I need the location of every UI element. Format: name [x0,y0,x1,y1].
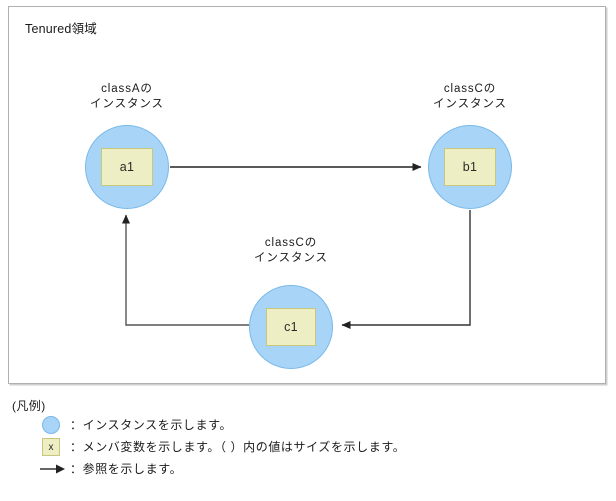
node-caption-a1-line1: classAの [101,83,153,95]
member-variable-a1[interactable]: a1 [101,148,153,186]
node-caption-c1-line2: インスタンス [254,252,328,264]
node-caption-a1-line2: インスタンス [90,98,164,110]
legend-item-member: x ：メンバ変数を示します。（ ）内の値はサイズを示します。 [40,436,610,458]
legend-item-instance-label: ：インスタンスを示します。 [70,418,233,432]
legend-item-instance: ：インスタンスを示します。 [40,414,610,436]
node-caption-a1: classAの インスタンス [67,82,187,112]
legend-title: (凡例) [12,399,46,413]
legend-item-reference: ：参照を示します。 [40,458,610,480]
member-variable-b1[interactable]: b1 [444,148,496,186]
member-square-icon-label: x [42,438,60,456]
instance-node-a1[interactable]: a1 [85,125,169,209]
legend-item-reference-label: ：参照を示します。 [70,462,183,476]
node-caption-c1: classCの インスタンス [231,236,351,266]
node-caption-b1-line1: classCの [443,83,497,95]
reference-arrow-icon [40,458,70,480]
legend-item-member-label: ：メンバ変数を示します。（ ）内の値はサイズを示します。 [70,440,406,454]
member-variable-c1[interactable]: c1 [266,308,316,346]
node-caption-c1-line1: classCの [264,237,318,249]
instance-node-b1[interactable]: b1 [428,125,512,209]
node-caption-b1: classCの インスタンス [410,82,530,112]
instance-circle-icon [40,414,70,436]
node-caption-b1-line2: インスタンス [433,98,507,110]
tenured-region-title: Tenured領域 [25,22,97,36]
instance-node-c1[interactable]: c1 [249,285,333,369]
member-square-icon: x [40,436,70,458]
legend: (凡例) ：インスタンスを示します。 x ：メンバ変数を示します。（ ）内の値は… [10,398,610,480]
